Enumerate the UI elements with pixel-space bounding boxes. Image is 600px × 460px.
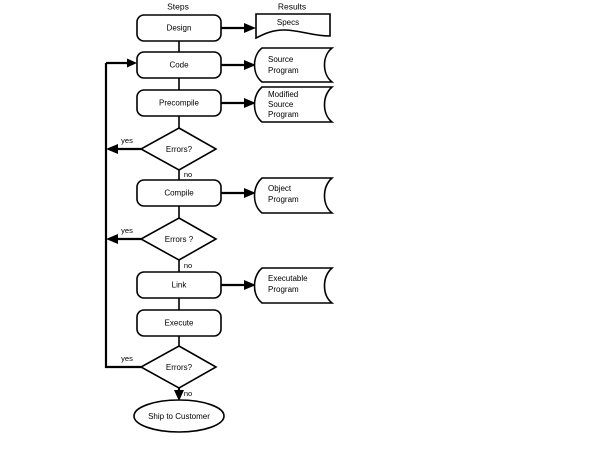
feedback-arrow-to-code-head xyxy=(127,58,137,68)
arrow-precompile-to-modified-source-head xyxy=(244,98,256,108)
result-label-source-program-line2: Program xyxy=(268,66,299,75)
branch-no-3-arrowhead xyxy=(174,390,184,401)
branch-label-yes-1: yes xyxy=(121,136,133,145)
result-label-object-program-line1: Object xyxy=(268,184,292,193)
branch-label-yes-3: yes xyxy=(121,354,133,363)
result-shape-source-program[interactable] xyxy=(253,47,335,83)
result-label-executable-program-line2: Program xyxy=(268,285,299,294)
feedback-loop-rail xyxy=(104,63,141,369)
result-label-modified-source-program-line1: Modified xyxy=(268,90,298,99)
branch-yes-2-arrowhead xyxy=(106,234,118,244)
result-shape-object-program[interactable] xyxy=(253,177,335,214)
decision-label-errors-execute: Errors? xyxy=(166,363,193,372)
decision-label-errors-precompile: Errors? xyxy=(166,145,193,154)
arrow-code-to-source-head xyxy=(244,60,256,70)
terminator-label-ship-to-customer: Ship to Customer xyxy=(148,412,210,421)
result-label-modified-source-program-line3: Program xyxy=(268,110,299,119)
result-shape-modified-source-program[interactable] xyxy=(253,86,335,123)
arrow-link-to-executable-head xyxy=(244,280,256,290)
step-label-code: Code xyxy=(169,61,189,70)
branch-label-no-1: no xyxy=(184,170,192,179)
arrow-compile-to-object-head xyxy=(244,188,256,198)
branch-label-no-3: no xyxy=(184,389,192,398)
step-label-execute: Execute xyxy=(165,319,194,328)
branch-label-no-2: no xyxy=(184,261,192,270)
arrow-design-to-specs-head xyxy=(244,23,256,33)
result-label-executable-program-line1: Executable xyxy=(268,274,308,283)
terminator-ship-to-customer[interactable] xyxy=(133,399,225,433)
result-label-source-program-line1: Source xyxy=(268,55,294,64)
column-header-steps: Steps xyxy=(167,1,189,11)
result-label-specs: Specs xyxy=(277,18,299,27)
step-label-design: Design xyxy=(167,24,192,33)
branch-yes-1-arrowhead xyxy=(106,144,118,154)
decision-label-errors-compile: Errors ? xyxy=(165,235,194,244)
step-label-compile: Compile xyxy=(164,189,194,198)
result-shape-specs[interactable] xyxy=(255,13,331,40)
column-header-results: Results xyxy=(278,1,306,11)
step-label-precompile: Precompile xyxy=(159,99,200,108)
step-label-link: Link xyxy=(172,281,188,290)
result-shape-executable-program[interactable] xyxy=(253,267,335,304)
result-label-modified-source-program-line2: Source xyxy=(268,100,294,109)
result-label-object-program-line2: Program xyxy=(268,195,299,204)
branch-label-yes-2: yes xyxy=(121,226,133,235)
